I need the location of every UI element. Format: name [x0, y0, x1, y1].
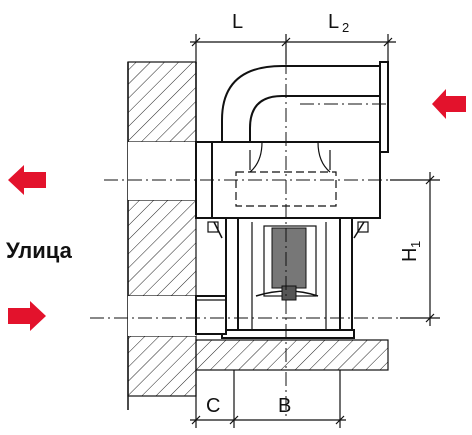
- wall: [127, 61, 197, 410]
- dimension-label-C: C: [206, 395, 220, 417]
- elbow-duct: [221, 61, 389, 153]
- street-label: Улица: [6, 238, 73, 263]
- motor-frame: [207, 217, 369, 339]
- dimension-label-H1-subscript: 1: [408, 241, 423, 248]
- dimension-label-L2-subscript: 2: [342, 20, 349, 35]
- dimension-right: [390, 172, 440, 326]
- floor-slab: [195, 339, 389, 371]
- center-lines: [90, 36, 400, 420]
- dimension-label-L: L: [232, 11, 243, 33]
- arrow-right-icon: [8, 301, 46, 331]
- dimension-label-H1: H: [399, 248, 421, 262]
- dimension-label-L2: L: [328, 11, 339, 33]
- dimension-label-B: B: [278, 395, 291, 417]
- dimension-top: [190, 34, 396, 64]
- arrow-left-icon: [432, 89, 466, 119]
- dimension-bottom: [190, 370, 346, 428]
- arrow-left-icon: [8, 165, 46, 195]
- inlet-duct: [195, 295, 227, 335]
- wall-openings: [128, 142, 196, 336]
